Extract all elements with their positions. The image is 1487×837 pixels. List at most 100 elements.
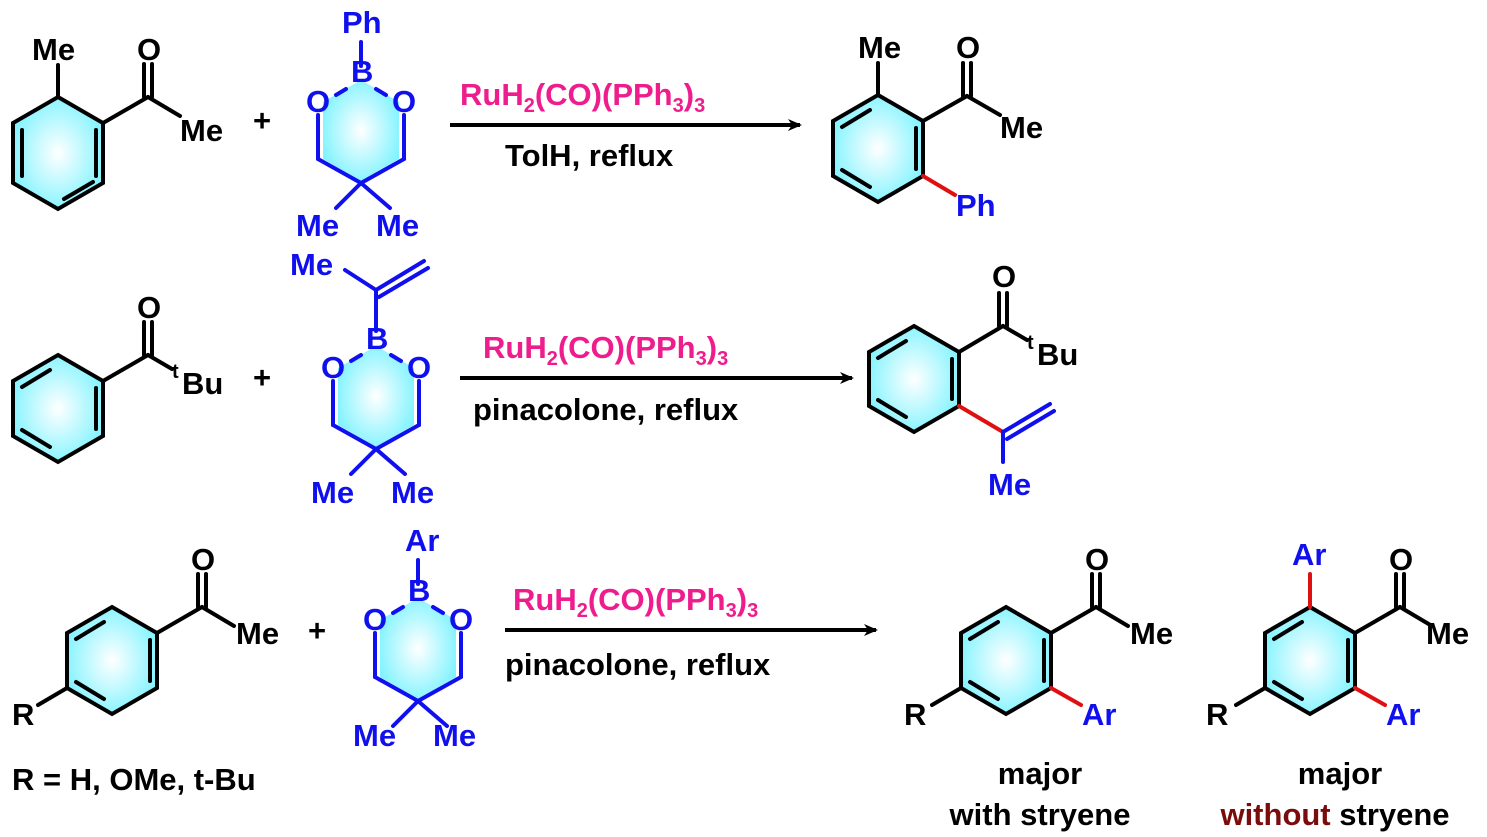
ring-bond bbox=[349, 353, 363, 363]
catalyst-label: RuH2(CO)(PPh3)3 bbox=[483, 330, 728, 370]
dioxaborinane-ring bbox=[338, 346, 414, 447]
new-c-c-bond bbox=[921, 174, 957, 197]
methyl-bond bbox=[374, 447, 407, 476]
carbonyl-bond bbox=[1353, 605, 1402, 635]
vinyl-double-bond bbox=[1001, 402, 1052, 434]
caption-b-line2: without stryene bbox=[1219, 797, 1449, 832]
aromatic-double-bond bbox=[74, 620, 106, 641]
conditions-label: TolH, reflux bbox=[505, 138, 674, 173]
atom-label-r: R bbox=[12, 697, 34, 732]
tbu-bond bbox=[1001, 324, 1029, 342]
atom-label-me: Me bbox=[180, 113, 223, 148]
carbonyl-bond bbox=[155, 605, 204, 635]
benzene-ring bbox=[1263, 604, 1357, 717]
atom-label-o: O bbox=[1389, 542, 1413, 577]
acetyl-methyl-bond bbox=[146, 95, 182, 118]
atom-label-o: O bbox=[321, 350, 345, 385]
plus-sign: + bbox=[308, 613, 326, 648]
atom-label-b: B bbox=[366, 321, 388, 356]
plus-sign: + bbox=[253, 103, 271, 138]
atom-label-ph: Ph bbox=[342, 5, 382, 40]
reaction-row-2: O t Bu + Me B O O Me Me bbox=[11, 247, 1078, 510]
new-c-c-bond bbox=[1353, 686, 1387, 707]
vinyl-double-bond bbox=[374, 259, 426, 292]
conditions-label: pinacolone, reflux bbox=[473, 392, 739, 427]
ring-bond bbox=[374, 87, 388, 97]
conditions-label: pinacolone, reflux bbox=[505, 647, 771, 682]
atom-label-t: t bbox=[172, 361, 179, 383]
atom-label-bu: Bu bbox=[182, 366, 223, 401]
methyl-bond bbox=[349, 447, 378, 476]
methyl-bond bbox=[416, 699, 449, 728]
atom-label-me: Me bbox=[433, 718, 476, 753]
atom-label-o: O bbox=[956, 30, 980, 65]
aromatic-double-bond bbox=[968, 620, 1000, 641]
benzene-ring bbox=[831, 92, 925, 205]
substrate-3-molecule: O Me R bbox=[12, 542, 279, 732]
acetyl-methyl-bond bbox=[965, 94, 1002, 117]
ring-bond bbox=[316, 157, 363, 185]
tbu-bond bbox=[146, 353, 174, 371]
atom-label-o: O bbox=[137, 290, 161, 325]
atom-label-ar: Ar bbox=[1292, 537, 1326, 572]
benzene-ring bbox=[959, 604, 1053, 717]
caption-b-line1: major bbox=[1298, 756, 1382, 791]
boronate-2-molecule: Me B O O Me Me bbox=[290, 247, 434, 510]
carbonyl-bond bbox=[101, 95, 150, 125]
benzene-ring bbox=[65, 604, 159, 717]
atom-label-bu: Bu bbox=[1037, 337, 1078, 372]
atom-label-o: O bbox=[992, 259, 1016, 294]
reaction-arrow-2: RuH2(CO)(PPh3)3 pinacolone, reflux bbox=[460, 330, 854, 427]
aromatic-double-bond bbox=[1272, 680, 1304, 701]
ring-bond bbox=[374, 423, 421, 451]
vinyl-bond bbox=[343, 268, 378, 292]
atom-label-me: Me bbox=[1426, 616, 1469, 651]
product-3a-molecule: O Me R Ar major with stryene bbox=[904, 542, 1173, 832]
aromatic-double-bond bbox=[968, 680, 1000, 701]
caption-b-highlight: without bbox=[1219, 797, 1330, 832]
atom-label-t: t bbox=[1027, 332, 1034, 354]
aromatic-double-bond bbox=[20, 368, 52, 389]
ring-bond bbox=[431, 605, 445, 615]
catalyst-label: RuH2(CO)(PPh3)3 bbox=[513, 582, 758, 622]
aromatic-double-bond bbox=[876, 398, 908, 419]
atom-label-o: O bbox=[306, 84, 330, 119]
r-bond bbox=[930, 686, 963, 707]
acetyl-methyl-bond bbox=[1398, 605, 1434, 628]
carbonyl-bond bbox=[1049, 605, 1098, 635]
new-c-c-bond bbox=[957, 404, 1005, 434]
ring-bond bbox=[389, 353, 403, 363]
dioxaborinane-ring bbox=[323, 80, 399, 181]
atom-label-o: O bbox=[363, 602, 387, 637]
catalyst-label: RuH2(CO)(PPh3)3 bbox=[460, 77, 705, 117]
atom-label-o: O bbox=[137, 32, 161, 67]
boronate-1-molecule: Ph B O O Me Me bbox=[296, 5, 419, 243]
atom-label-me: Me bbox=[290, 247, 333, 282]
atom-label-me: Me bbox=[32, 32, 75, 67]
r-bond bbox=[36, 686, 69, 707]
r-definition: R = H, OMe, t-Bu bbox=[12, 762, 256, 797]
product-1-molecule: Me O Me Ph bbox=[831, 30, 1043, 223]
atom-label-ar: Ar bbox=[1386, 697, 1420, 732]
dioxaborinane-ring bbox=[380, 598, 456, 699]
atom-label-me: Me bbox=[858, 30, 901, 65]
aromatic-double-bond bbox=[20, 428, 52, 449]
substrate-1-molecule: Me O Me bbox=[11, 32, 223, 212]
atom-label-b: B bbox=[408, 573, 430, 608]
ring-bond bbox=[391, 605, 405, 615]
ring-bond bbox=[359, 157, 406, 185]
ring-bond bbox=[331, 423, 378, 451]
aromatic-double-bond bbox=[876, 339, 908, 360]
ring-bond bbox=[373, 675, 420, 703]
caption-a-line2: with stryene bbox=[949, 797, 1131, 832]
aromatic-double-bond bbox=[1272, 620, 1304, 641]
ring-bond bbox=[334, 87, 348, 97]
atom-label-me: Me bbox=[236, 616, 279, 651]
reaction-row-1: Me O Me + Ph B O O Me Me RuH2(CO)(P bbox=[11, 5, 1043, 243]
methyl-bond bbox=[391, 699, 420, 728]
vinyl-double-bond bbox=[1005, 409, 1056, 441]
atom-label-me: Me bbox=[1130, 616, 1173, 651]
atom-label-me: Me bbox=[376, 208, 419, 243]
substrate-2-molecule: O t Bu bbox=[11, 290, 223, 465]
